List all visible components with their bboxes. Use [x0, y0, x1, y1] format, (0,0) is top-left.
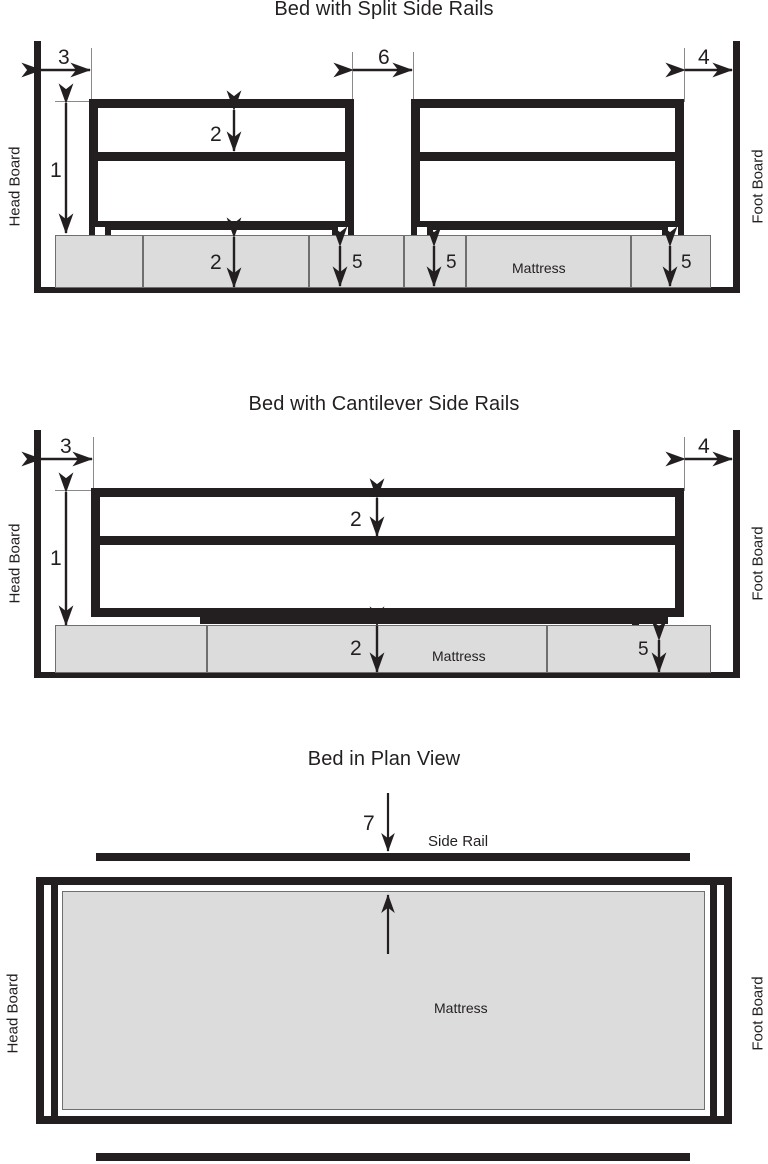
split-rail-left-bottom-bar [89, 221, 354, 230]
split-rail-right-leg-head-void [417, 227, 427, 238]
plan-head-board-inner [51, 882, 58, 1119]
split-rail-right-mid-bar [411, 152, 684, 161]
plan-frame-outer-bottom [36, 1116, 732, 1124]
plan-mattress [62, 891, 705, 1110]
plan-dim-7: 7 [363, 812, 375, 835]
cantilever-rail-mid-bar [91, 536, 684, 545]
split-foot-board-label: Foot Board [749, 149, 767, 224]
plan-side-rail-label: Side Rail [428, 833, 489, 850]
split-mattress-seg-6 [631, 235, 711, 288]
cantilever-dim-2-rail-opening: 2 [350, 508, 362, 531]
cantilever-rail-bottom-bar [91, 608, 684, 617]
split-rail-right-post-foot [675, 99, 684, 237]
cantilever-rail-post-head [91, 488, 100, 617]
split-rail-left-mid-bar [89, 152, 354, 161]
cantilever-mattress-seg-1 [55, 625, 207, 673]
split-witness-3 [91, 48, 92, 102]
plan-side-rail-top [96, 853, 690, 861]
cantilever-foot-board-post [733, 430, 740, 678]
split-dim-5-right: 5 [446, 252, 457, 273]
plan-side-rail-bottom [96, 1153, 690, 1161]
cantilever-diagram-title: Bed with Cantilever Side Rails [248, 393, 520, 415]
split-mattress-seg-2 [143, 235, 309, 288]
cantilever-mattress-seg-3 [547, 625, 711, 673]
plan-mattress-label: Mattress [434, 1000, 488, 1016]
split-rail-right-bottom-bar [411, 221, 684, 230]
cantilever-dim-2-mattress: 2 [350, 637, 362, 660]
split-rail-left-leg-head-void [95, 227, 105, 238]
split-head-board-post [34, 41, 41, 293]
split-mattress-label: Mattress [512, 260, 566, 276]
split-mattress-seg-3 [309, 235, 404, 288]
plan-head-board-outer [36, 877, 44, 1124]
cantilever-support-ledger [200, 617, 668, 624]
diagram-split-side-rails: Bed with Split Side Rails Head Board Foo… [0, 0, 768, 340]
split-rail-right-post-head [411, 99, 420, 237]
cantilever-head-board-label: Head Board [6, 523, 24, 604]
split-dim-2-rail-opening: 2 [210, 123, 222, 146]
plan-head-board-label: Head Board [4, 973, 22, 1054]
split-witness-4 [684, 48, 685, 102]
split-mattress-seg-5 [466, 235, 631, 288]
plan-frame-outer-top [36, 877, 732, 885]
split-head-board-label: Head Board [6, 146, 24, 227]
split-base-line [34, 287, 740, 293]
cantilever-dim-4: 4 [698, 435, 710, 458]
split-dim-6: 6 [378, 46, 390, 69]
cantilever-witness-3 [93, 437, 94, 491]
plan-foot-board-label: Foot Board [749, 976, 767, 1051]
cantilever-dim-3: 3 [60, 435, 72, 458]
cantilever-witness-4 [684, 437, 685, 491]
cantilever-mattress-seg-2 [207, 625, 547, 673]
cantilever-witness-1-top [55, 490, 97, 491]
split-witness-6-right [413, 52, 414, 102]
split-rail-left-post-foot [345, 99, 354, 237]
split-dim-2-mattress: 2 [210, 251, 222, 274]
split-dim-4: 4 [698, 46, 710, 69]
cantilever-rail-post-foot [675, 488, 684, 617]
cantilever-rail-top-bar [91, 488, 684, 497]
split-foot-board-post [733, 41, 740, 293]
cantilever-foot-board-label: Foot Board [749, 526, 767, 601]
plan-foot-board-outer [724, 877, 732, 1124]
cantilever-dim-1: 1 [50, 547, 62, 570]
cantilever-base-line [34, 672, 740, 678]
split-mattress-seg-4 [404, 235, 466, 288]
plan-diagram-title: Bed in Plan View [307, 748, 461, 770]
cantilever-head-board-post [34, 430, 41, 678]
split-rail-left-post-head [89, 99, 98, 237]
split-dim-3: 3 [58, 46, 70, 69]
plan-foot-board-inner [710, 882, 717, 1119]
cantilever-mattress-label: Mattress [432, 648, 486, 664]
split-dim-5-left: 5 [352, 252, 363, 273]
split-witness-1-top [55, 101, 95, 102]
cantilever-dim-5: 5 [638, 639, 649, 660]
diagram-plan-view: Bed in Plan View Head Board Foot Board S… [0, 735, 768, 1164]
split-mattress-seg-1 [55, 235, 143, 288]
split-dim-1: 1 [50, 159, 62, 182]
split-witness-6-left [352, 52, 353, 102]
split-dim-5-foot: 5 [681, 252, 692, 273]
diagram-cantilever-side-rails: Bed with Cantilever Side Rails Head Boar… [0, 385, 768, 715]
split-rail-left-top-bar [89, 99, 354, 108]
split-rail-right-top-bar [411, 99, 684, 108]
split-diagram-title: Bed with Split Side Rails [274, 0, 494, 20]
